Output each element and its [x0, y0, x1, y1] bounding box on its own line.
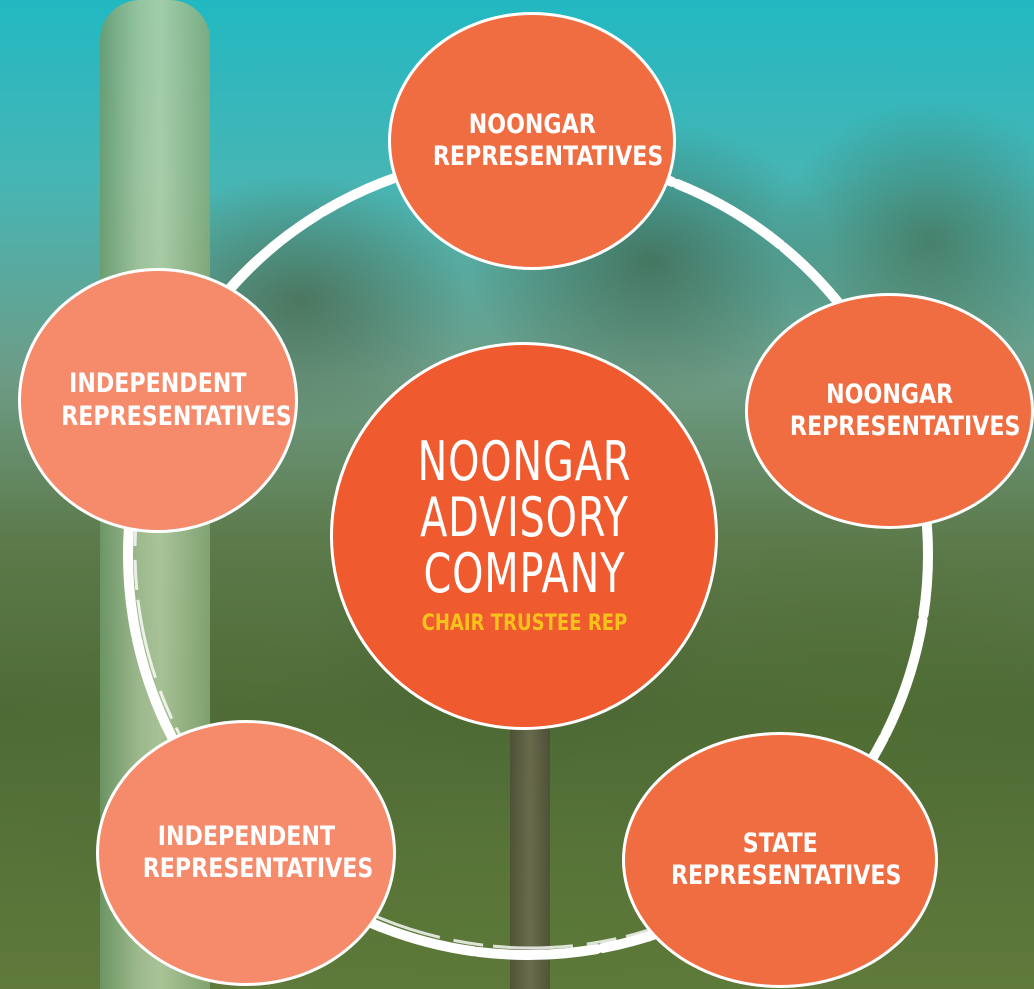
center-node-noongar-advisory-company: NOONGAR ADVISORY COMPANY CHAIR TRUSTEE R…: [330, 342, 718, 730]
center-title: NOONGAR ADVISORY COMPANY: [417, 430, 631, 605]
center-subtitle: CHAIR TRUSTEE REP: [421, 611, 627, 637]
background-tree-trunk: [510, 720, 550, 989]
